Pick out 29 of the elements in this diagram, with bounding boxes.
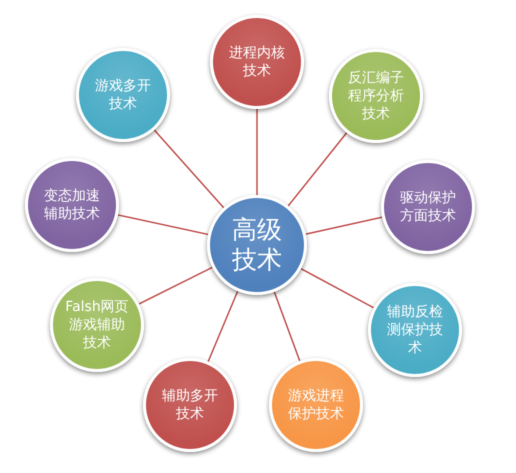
topic-label: 进程内核技术: [228, 44, 286, 80]
topic-label: 辅助多开技术: [161, 386, 219, 424]
topic-circle: [207, 195, 307, 295]
topic-circle: [25, 158, 119, 252]
connector-line: [288, 132, 348, 206]
connector-line: [256, 109, 258, 195]
topic-circle: [269, 358, 363, 452]
connector-line: [274, 292, 300, 362]
topic-label: 高级技术: [231, 215, 283, 275]
connector-line: [118, 214, 208, 236]
topic-label: 反汇编子程序分析技术: [347, 68, 405, 124]
connector-line: [300, 268, 374, 308]
topic-circle: [76, 48, 170, 142]
topic-label: 变态加速辅助技术: [43, 186, 101, 224]
topic-circle: [210, 15, 304, 109]
connector-line: [154, 130, 224, 208]
topic-label: 辅助反检测保护技术: [386, 302, 444, 358]
topic-circle: [329, 49, 423, 143]
topic-circle: [368, 283, 462, 377]
topic-circle: [50, 278, 144, 372]
topic-circle: [381, 160, 475, 254]
topic-circle: [143, 358, 237, 452]
connector-line: [138, 266, 213, 305]
topic-label: 游戏进程保护技术: [287, 386, 345, 424]
topic-label: 游戏多开技术: [94, 76, 152, 114]
topic-label: 驱动保护方面技术: [399, 188, 457, 226]
connector-line: [306, 216, 382, 235]
connector-line: [207, 290, 238, 362]
topic-label: Falsh网页游戏辅助技术: [64, 298, 130, 352]
